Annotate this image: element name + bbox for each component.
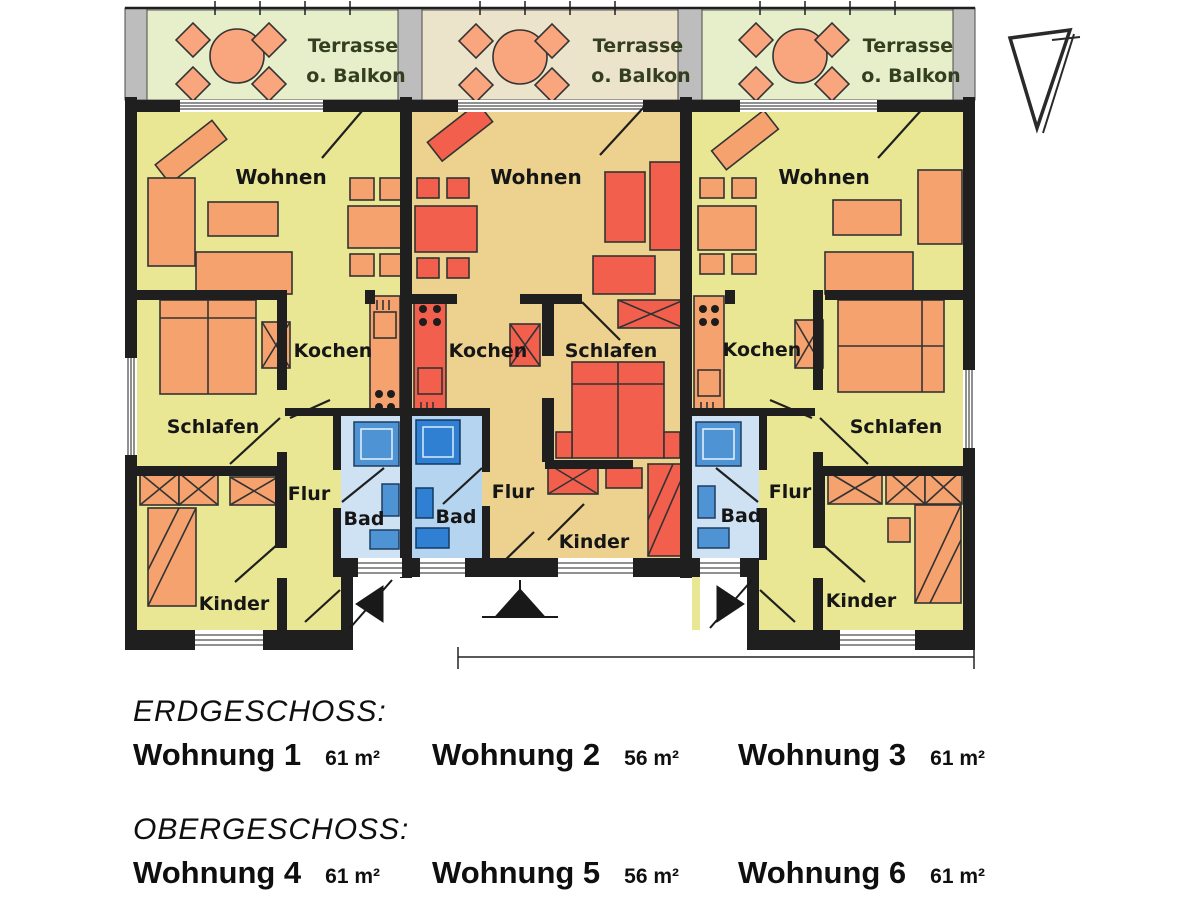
unit-area: 56 m² <box>624 865 680 888</box>
balcony-side-walls <box>124 7 976 101</box>
ground-floor-title: ERDGESCHOSS: <box>133 695 387 728</box>
unit-name: Wohnung 4 <box>133 855 302 890</box>
apartment-1-furniture <box>139 119 405 607</box>
bath-2-fixtures <box>415 419 461 549</box>
room-label-wohnen-2: Wohnen <box>490 165 581 189</box>
unit-area: 56 m² <box>624 747 680 770</box>
legend-unit-6: Wohnung 6 61 m² <box>738 855 985 891</box>
room-label-kinder-3: Kinder <box>826 590 897 612</box>
unit-name: Wohnung 2 <box>432 737 601 772</box>
terrace-2-label-line2: o. Balkon <box>591 65 690 87</box>
entrance-arrow-left-icon <box>355 585 384 623</box>
room-label-kinder-2: Kinder <box>559 531 630 553</box>
room-label-kinder-1: Kinder <box>199 593 270 615</box>
entrance-arrows <box>349 579 753 629</box>
unit-name: Wohnung 5 <box>432 855 601 890</box>
room-label-wohnen-1: Wohnen <box>235 165 326 189</box>
entrance-arrow-up-icon <box>493 588 547 618</box>
bath-1-fixtures <box>353 421 400 550</box>
terrace-1-label-line1: Terrasse <box>308 35 398 57</box>
terrace-2-label-line1: Terrasse <box>593 35 683 57</box>
terrace-2-furniture <box>457 22 571 104</box>
terrace-3-furniture <box>737 21 851 103</box>
upper-floor-title: OBERGESCHOSS: <box>133 813 410 846</box>
legend-unit-2: Wohnung 2 56 m² <box>432 737 679 773</box>
north-arrow-icon <box>1007 27 1081 134</box>
windows <box>125 100 975 650</box>
room-label-kochen-2: Kochen <box>449 340 528 362</box>
room-label-schlafen-1: Schlafen <box>167 416 260 438</box>
apartment-3-furniture <box>693 109 963 604</box>
room-label-schlafen-2: Schlafen <box>565 340 658 362</box>
unit-name: Wohnung 6 <box>738 855 907 890</box>
terrace-1-furniture <box>174 21 288 103</box>
legend-unit-4: Wohnung 4 61 m² <box>133 855 380 891</box>
terrace-railing <box>125 1 975 15</box>
room-label-bad-2: Bad <box>436 506 477 528</box>
room-label-kochen-3: Kochen <box>723 339 802 361</box>
legend-unit-5: Wohnung 5 56 m² <box>432 855 679 891</box>
legend: ERDGESCHOSS: Wohnung 1 61 m² Wohnung 2 5… <box>0 675 1200 900</box>
legend-unit-3: Wohnung 3 61 m² <box>738 737 985 773</box>
floor-plan-drawing: Terrasse o. Balkon Terrasse o. Balkon Te… <box>124 1 1081 669</box>
terrace-3-label-line1: Terrasse <box>863 35 953 57</box>
unit-area: 61 m² <box>325 865 381 888</box>
unit-name: Wohnung 3 <box>738 737 907 772</box>
unit-name: Wohnung 1 <box>133 737 302 772</box>
room-label-wohnen-3: Wohnen <box>778 165 869 189</box>
unit-area: 61 m² <box>930 865 986 888</box>
unit-area: 61 m² <box>930 747 986 770</box>
unit-area: 61 m² <box>325 747 381 770</box>
room-label-bad-1: Bad <box>344 508 385 530</box>
room-label-bad-3: Bad <box>721 505 762 527</box>
legend-unit-1: Wohnung 1 61 m² <box>133 737 380 773</box>
room-label-kochen-1: Kochen <box>294 340 373 362</box>
walls <box>125 97 975 650</box>
room-label-flur-3: Flur <box>769 481 812 503</box>
room-label-flur-2: Flur <box>492 481 535 503</box>
bath-3-fixtures <box>695 421 742 549</box>
room-label-flur-1: Flur <box>288 483 331 505</box>
room-label-schlafen-3: Schlafen <box>850 416 943 438</box>
terrace-1-label-line2: o. Balkon <box>306 65 405 87</box>
door-swings <box>229 103 926 623</box>
dimension-line <box>457 647 975 669</box>
terrace-3-label-line2: o. Balkon <box>861 65 960 87</box>
